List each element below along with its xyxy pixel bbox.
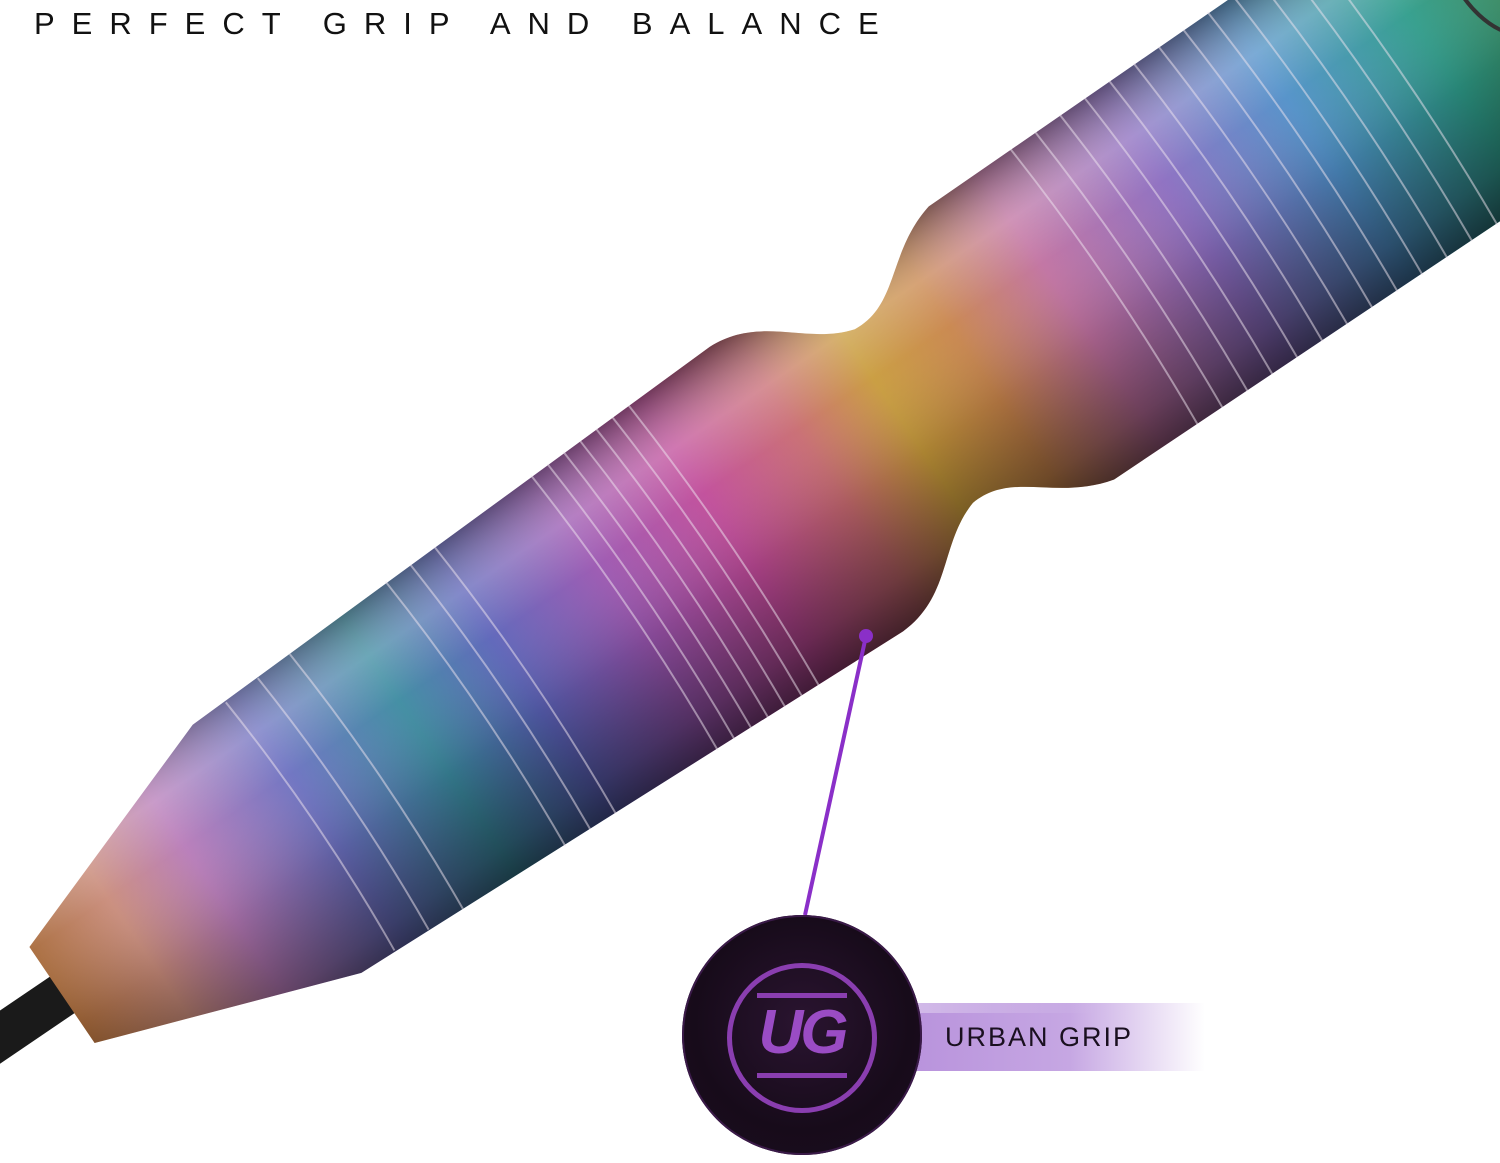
urban-grip-badge: UG xyxy=(682,915,922,1155)
badge-line-bottom xyxy=(757,1073,847,1078)
badge-text: UG xyxy=(758,998,849,1067)
callout-label-bar xyxy=(905,1003,1205,1071)
callout-label-bar-highlight xyxy=(905,1003,1105,1013)
badge-ring xyxy=(727,963,877,1113)
dart-point xyxy=(0,965,91,1092)
headline: PERFECT GRIP AND BALANCE xyxy=(34,6,896,41)
badge-line-top xyxy=(757,993,847,998)
callout-point xyxy=(859,629,873,643)
grip-rings xyxy=(225,0,1499,951)
callout-leader-line xyxy=(803,635,868,916)
callout-label: URBAN GRIP xyxy=(945,1022,1134,1052)
